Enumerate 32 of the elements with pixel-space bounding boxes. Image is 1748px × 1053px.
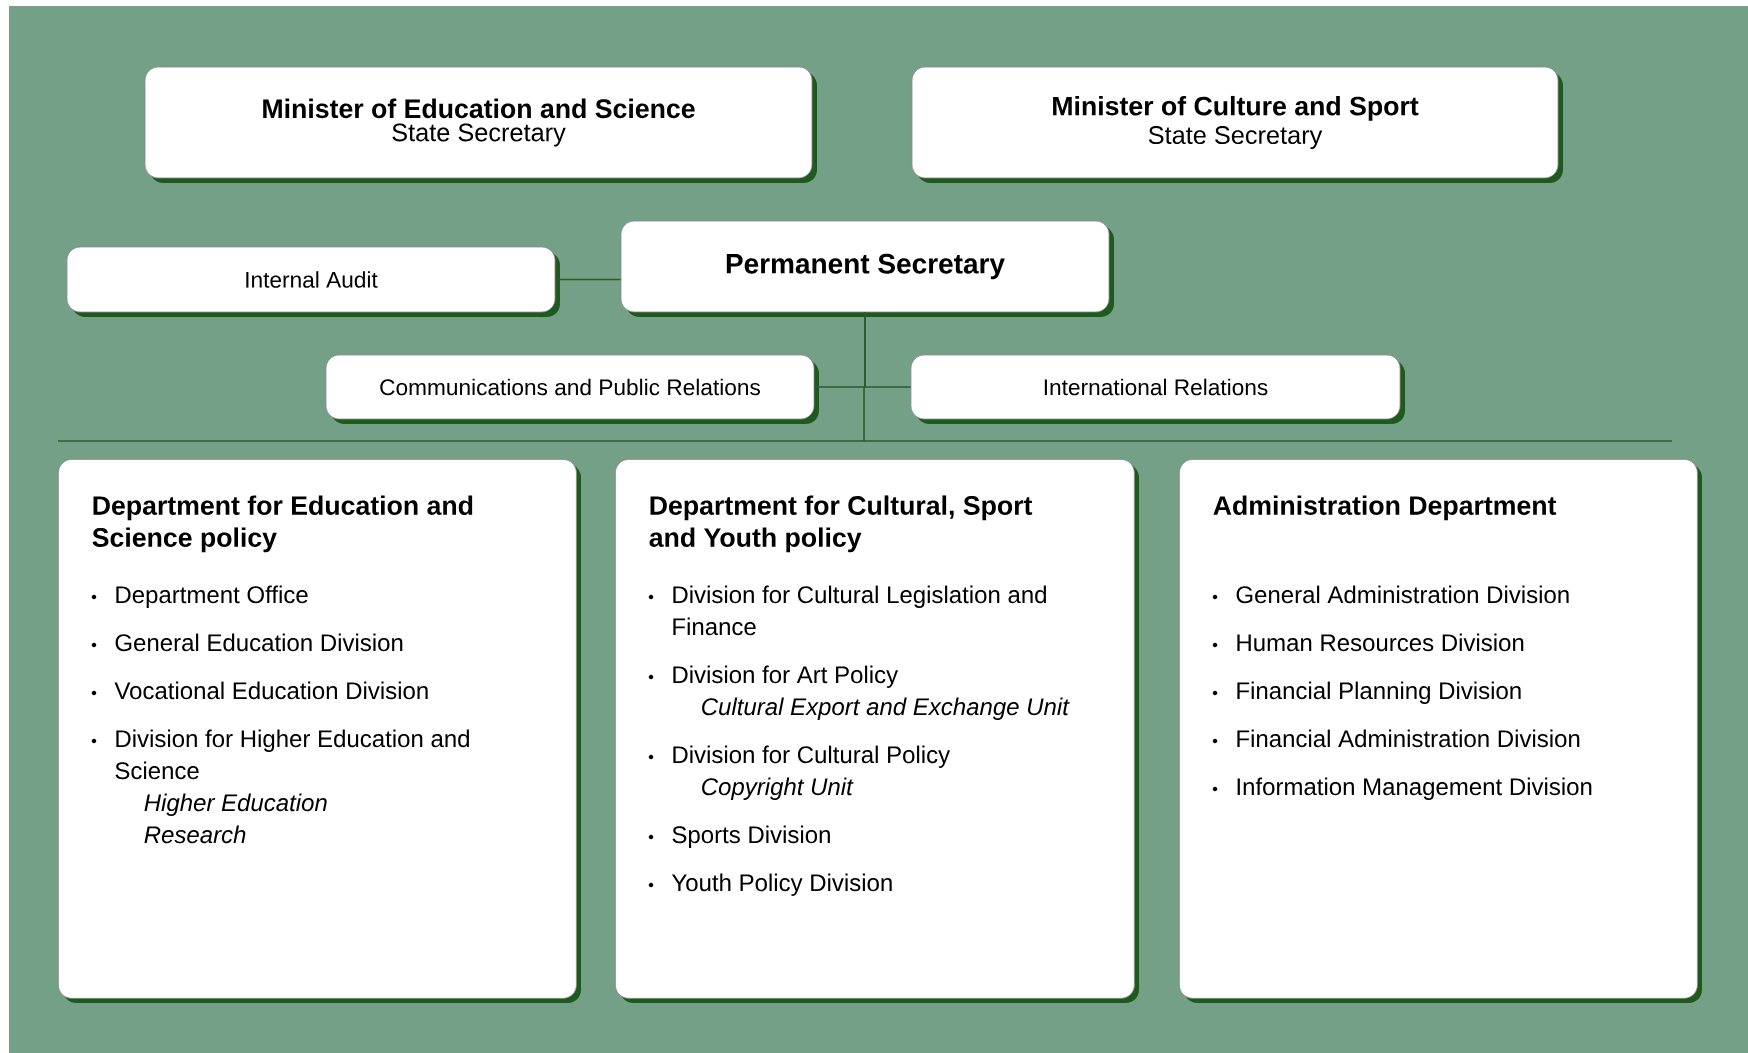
unit-box: Communications and Public Relations [325, 354, 819, 424]
list-item: Financial Administration Division [1212, 729, 1580, 748]
minister-box: Minister of Culture and Sport State Secretary [911, 66, 1563, 183]
list-item: General Education Division [91, 633, 403, 652]
connector-line [864, 311, 912, 388]
list-item: Human Resources Division [1212, 633, 1524, 652]
list-item: Division for Higher Education and Science [91, 729, 469, 780]
list-item: General Administration Division [1212, 585, 1569, 604]
department-box [1179, 459, 1702, 1003]
connector-line [554, 278, 622, 281]
sub-item: Research [144, 825, 246, 844]
department-box [58, 459, 581, 1003]
list-item: Information Management Division [1212, 777, 1592, 800]
list-item: Division for Cultural Policy [648, 745, 951, 768]
department-heading: Department for Education and Science policy [92, 495, 473, 553]
list-item: Division for Cultural Legislation and Finance [648, 585, 1046, 636]
sub-item: Higher Education [144, 793, 327, 816]
list-item: Division for Art Policy [648, 665, 899, 688]
list-item: Department Office [91, 585, 308, 608]
sub-item: Cultural Export and Exchange Unit [702, 697, 1070, 720]
unit-box: International Relations [910, 354, 1405, 424]
department-box [615, 459, 1139, 1003]
department-heading: Department for Cultural, Sport and Youth policy [649, 495, 1033, 553]
list-item: Youth Policy Division [648, 873, 892, 896]
list-item: Vocational Education Division [91, 681, 428, 700]
minister-box: Minister of Education and Science State Secretary [144, 66, 817, 183]
unit-box: Internal Audit [66, 246, 560, 317]
department-heading: Administration Department [1213, 495, 1557, 521]
secretary-box: Permanent Secretary [620, 220, 1114, 317]
list-item: Sports Division [648, 825, 830, 848]
sub-item: Copyright Unit [702, 777, 854, 800]
list-item: Financial Planning Division [1212, 681, 1521, 704]
